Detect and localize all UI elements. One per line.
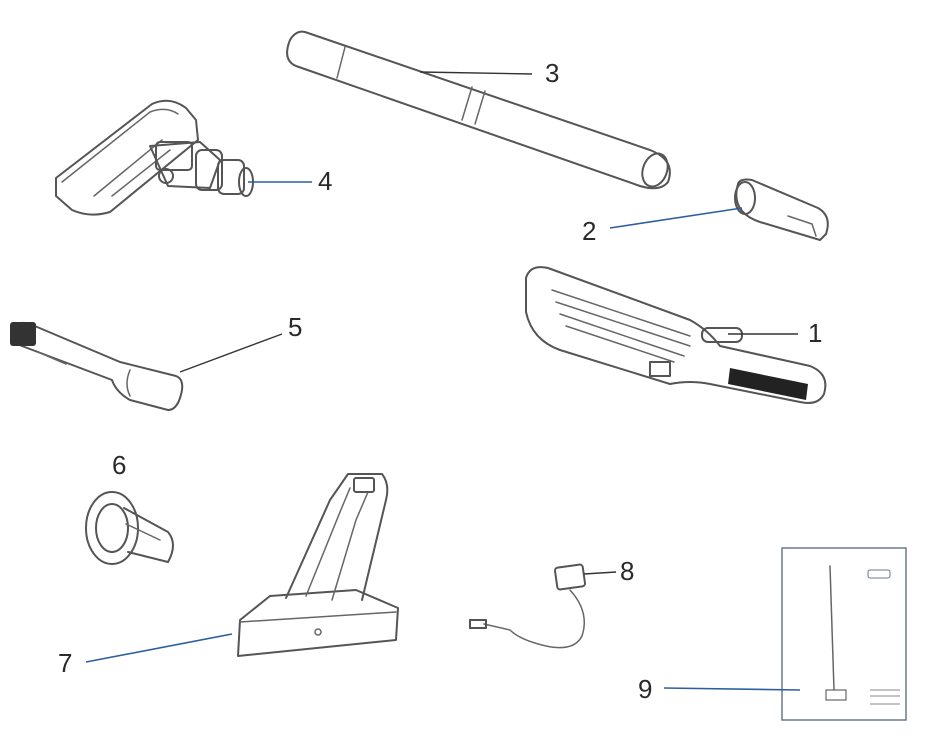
handheld-unit-drawing [525, 266, 827, 404]
part-label-1: 1 [808, 318, 822, 348]
user-manual-drawing [781, 547, 907, 721]
leader-line-9 [663, 687, 801, 691]
part-label-6: 6 [112, 450, 126, 480]
leader-line-8 [583, 571, 617, 575]
leader-line-5 [179, 333, 283, 373]
charging-stand-drawing [237, 473, 399, 657]
floor-brush-drawing [55, 99, 254, 216]
extension-tube-drawing [286, 30, 671, 190]
part-label-3: 3 [545, 58, 559, 88]
crevice-adapter-drawing [734, 178, 829, 241]
leader-line-7 [85, 633, 233, 663]
part-label-2: 2 [582, 216, 596, 246]
leader-line-3 [419, 71, 533, 75]
part-label-4: 4 [318, 166, 332, 196]
leader-line-2 [609, 207, 743, 229]
part-label-5: 5 [288, 312, 302, 342]
brush-nozzle-drawing [85, 491, 174, 565]
part-label-7: 7 [58, 648, 72, 678]
part-label-8: 8 [620, 556, 634, 586]
crevice-tool-drawing [10, 321, 184, 411]
charger-adapter-drawing [469, 563, 587, 649]
part-label-9: 9 [638, 674, 652, 704]
